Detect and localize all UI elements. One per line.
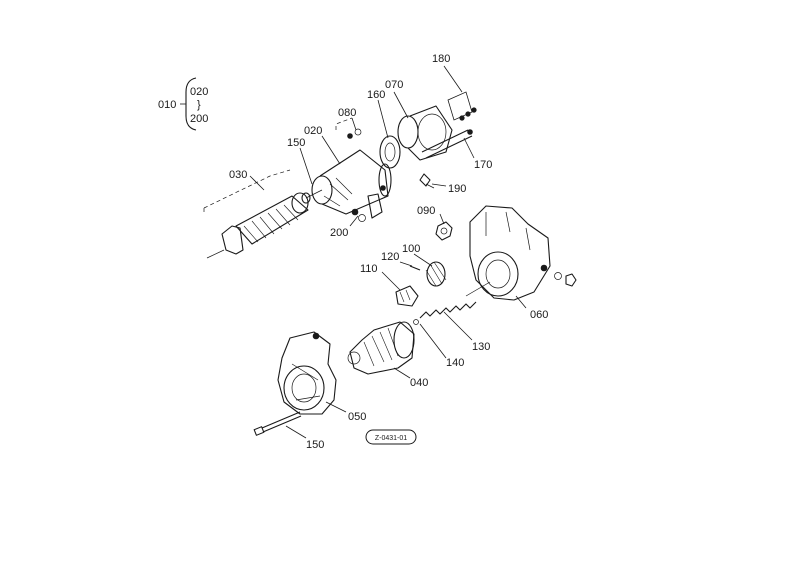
nuts-set [447,91,477,121]
callout-140: 140 [446,357,464,369]
callout-040: 040 [410,377,428,389]
callout-090: 090 [417,205,435,217]
through-bolts [421,129,473,159]
callout-060: 060 [530,309,548,321]
pin-120 [409,265,421,271]
callout-180: 180 [432,53,450,65]
callout-160: 160 [367,89,385,101]
callout-200: 200 [330,227,348,239]
end-cover [397,105,453,161]
spring [419,281,491,319]
assembly-bracket: 010 020 } 200 [158,77,208,131]
callout-110: 110 [360,263,378,275]
assembly-range-separator: } [197,99,201,111]
callout-080: 080 [338,107,356,119]
callout-150-top: 150 [287,137,305,149]
washers-080 [335,117,362,139]
brush-holder [379,135,401,169]
assembly-range-end: 200 [190,113,208,125]
long-bolt [253,411,302,436]
callout-150-bottom: 150 [306,439,324,451]
callout-050: 050 [348,411,366,423]
clutch-110 [395,285,419,307]
magnetic-switch [347,321,415,375]
front-housing [277,331,337,415]
drawing-code-stamp: Z-0431-01 [365,429,417,445]
drive-housing [469,205,577,301]
drawing-code-text: Z-0431-01 [375,435,407,442]
callout-190: 190 [448,183,466,195]
ball-140 [413,319,419,325]
callout-020: 020 [304,125,322,137]
screw-190 [419,173,435,189]
nuts-200 [351,208,366,222]
callout-100: 100 [402,243,420,255]
callout-070: 070 [385,79,403,91]
nut-090 [435,221,453,241]
armature [203,169,323,259]
callout-170: 170 [474,159,492,171]
callout-labels: 030 150 020 080 160 070 180 170 190 200 … [229,53,548,451]
leader-lines [249,65,527,439]
pinion-gear [425,261,447,287]
yoke-assembly [311,149,392,219]
assembly-range-start: 020 [190,86,208,98]
callout-120: 120 [381,251,399,263]
callout-130: 130 [472,341,490,353]
callout-030: 030 [229,169,247,181]
assembly-main-label: 010 [158,99,176,111]
